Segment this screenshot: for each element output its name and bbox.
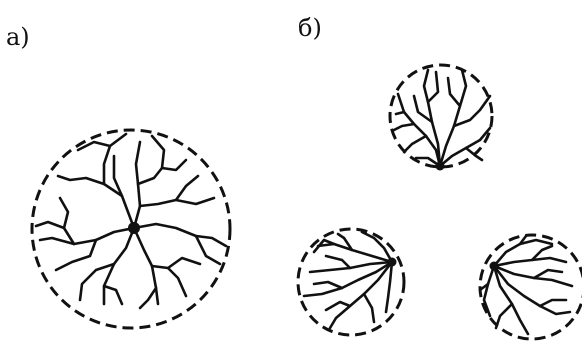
panel-b-left-boundary	[298, 229, 404, 335]
panel-a-branches	[36, 134, 226, 308]
panel-a-diagram	[32, 130, 230, 328]
panel-b-left-center	[388, 258, 397, 267]
panel-b-right-diagram	[480, 235, 582, 339]
panel-a-label: а)	[6, 23, 30, 51]
panel-b-label: б)	[298, 14, 322, 42]
panel-a-center	[128, 222, 140, 234]
panel-b-right-center	[490, 262, 499, 271]
panel-b-top-center	[436, 162, 445, 171]
panel-b-left-branches	[304, 232, 392, 328]
panel-b-right-branches	[480, 236, 572, 334]
panel-b-top-diagram	[390, 65, 492, 171]
panel-b-left-diagram	[298, 229, 404, 335]
panel-b-right-boundary	[480, 235, 582, 339]
